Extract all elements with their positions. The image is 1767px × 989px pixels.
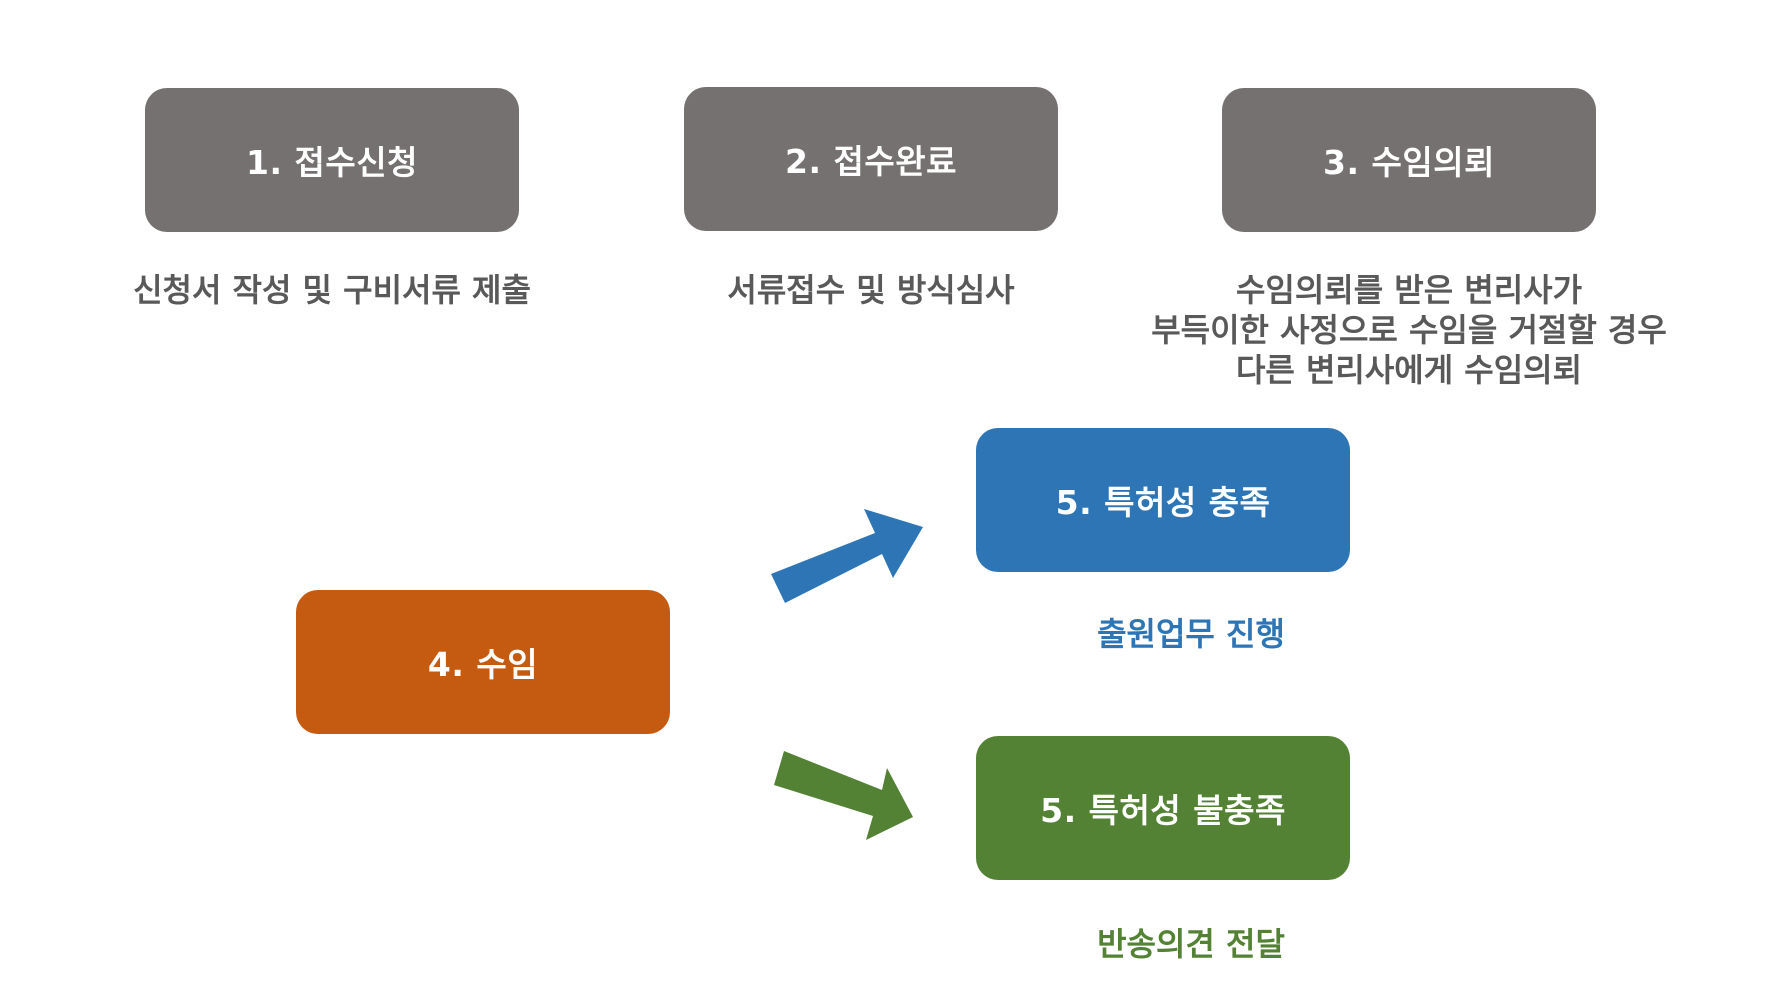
step-3-caption-line-2: 부득이한 사정으로 수임을 거절할 경우 xyxy=(1151,311,1667,349)
step-2-caption: 서류접수 및 방식심사 xyxy=(727,271,1015,309)
step-3-caption: 수임의뢰를 받은 변리사가 부득이한 사정으로 수임을 거절할 경우 다른 변리… xyxy=(1120,270,1698,390)
step-3-caption-line-3: 다른 변리사에게 수임의뢰 xyxy=(1235,351,1583,389)
step-5-fail-label: 5. 특허성 불충족 xyxy=(1040,791,1286,830)
step-3-box: 3. 수임의뢰 xyxy=(1222,88,1596,232)
step-3-caption-line-1: 수임의뢰를 받은 변리사가 xyxy=(1235,271,1583,309)
step-2-box: 2. 접수완료 xyxy=(684,87,1058,231)
step-3-label: 3. 수임의뢰 xyxy=(1323,143,1495,182)
step-5-pass-caption: 출원업무 진행 xyxy=(1097,615,1285,653)
step-5-fail-box: 5. 특허성 불충족 xyxy=(976,736,1350,880)
step-5-pass-label: 5. 특허성 충족 xyxy=(1055,483,1271,522)
step-5-pass-box: 5. 특허성 충족 xyxy=(976,428,1350,572)
arrow-down-right-icon xyxy=(774,751,913,840)
step-5-fail-caption: 반송의견 전달 xyxy=(1097,925,1285,963)
step-4-box: 4. 수임 xyxy=(296,590,670,734)
step-1-box: 1. 접수신청 xyxy=(145,88,519,232)
step-1-label: 1. 접수신청 xyxy=(246,143,418,182)
step-2-label: 2. 접수완료 xyxy=(785,142,957,181)
step-1-caption: 신청서 작성 및 구비서류 제출 xyxy=(133,271,531,309)
arrow-up-right-icon xyxy=(771,509,923,603)
step-4-label: 4. 수임 xyxy=(427,645,539,684)
